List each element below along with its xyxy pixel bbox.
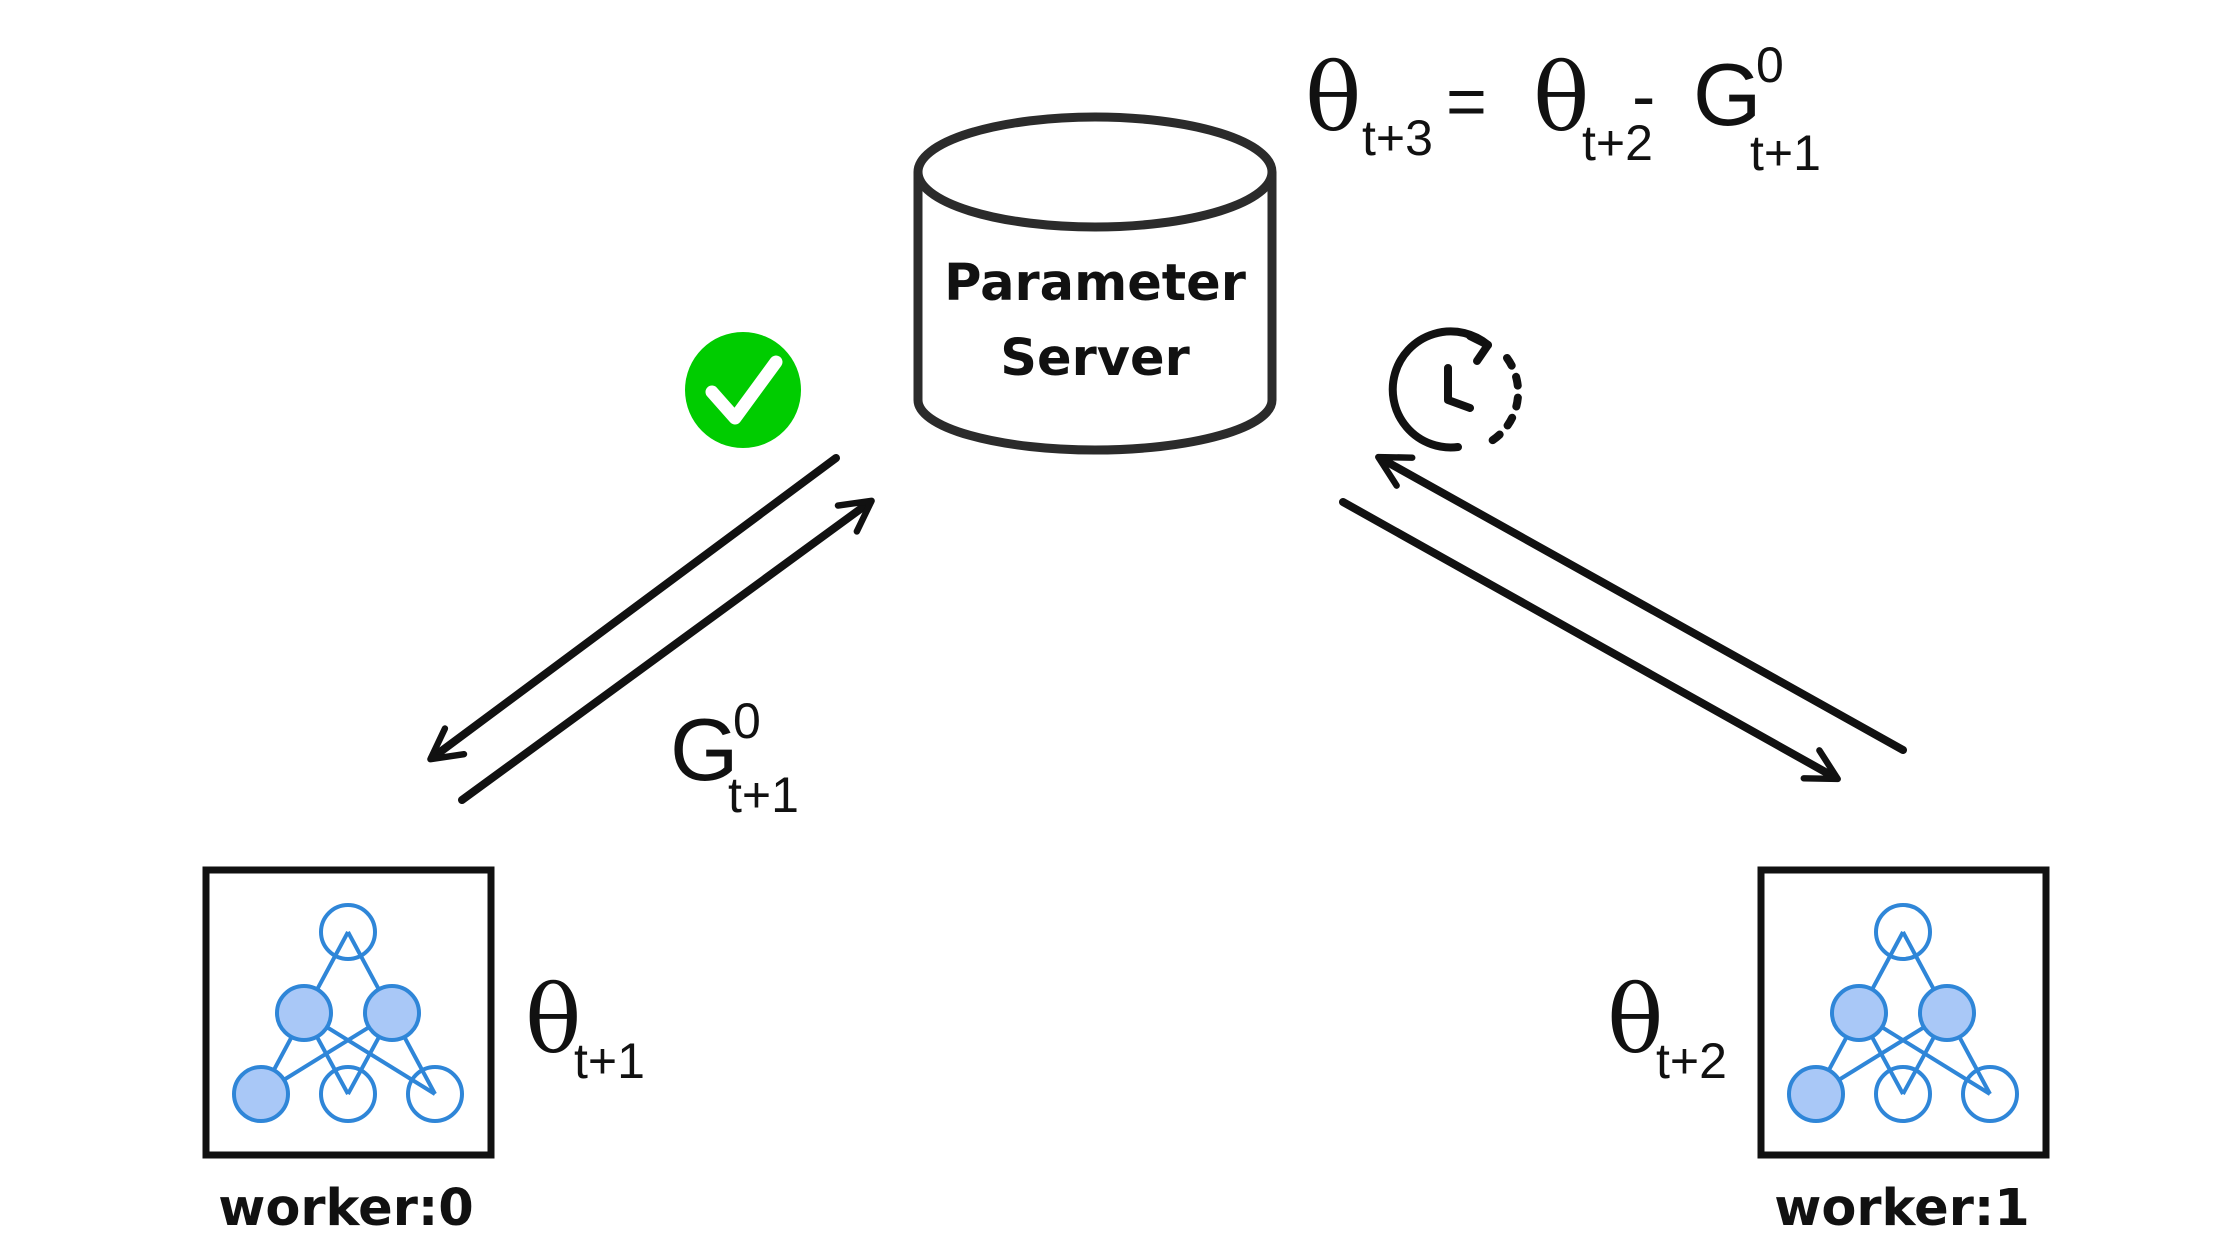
server-label-line2: Server [1000,329,1189,388]
formula-gradient: G [1693,45,1761,144]
network-node [319,903,377,961]
arrow-worker0-to-server [458,497,875,804]
neural-network-icon [232,903,464,1123]
formula-lhs-subscript: t+3 [1362,110,1433,166]
network-node [406,1065,464,1123]
formula-theta-term1: θ [1533,44,1590,153]
worker-1-label: worker:1 [1774,1179,2029,1238]
update-formula: θ t+3 = θ t+2 - G 0 t+1 [1305,37,1821,181]
formula-minus: - [1632,57,1655,135]
gradient-superscript: 0 [733,693,761,749]
worker-1: worker:1 θ t+2 [1607,866,2050,1238]
network-node [1961,1065,2019,1123]
network-node [1874,903,1932,961]
network-node [232,1065,290,1123]
formula-gradient-subscript: t+1 [1750,125,1821,181]
gradient-label: G 0 t+1 [670,693,799,823]
arrow-worker1-to-server [1375,453,1907,754]
formula-equals: = [1446,62,1487,140]
network-node [1830,984,1888,1042]
worker-0-theta: θ [525,966,582,1075]
gradient-symbol: G [670,700,738,799]
gradient-subscript: t+1 [728,767,799,823]
arrow-server-to-worker1 [1339,498,1841,783]
formula-gradient-superscript: 0 [1756,37,1784,93]
arrow-server-to-worker0 [427,454,840,763]
formula-term1-subscript: t+2 [1582,115,1653,171]
worker-0: worker:0 θ t+1 [202,866,645,1238]
formula-theta-lhs: θ [1305,44,1362,153]
parameter-server-cylinder: Parameter Server [913,112,1277,455]
network-node [1918,984,1976,1042]
network-node [275,984,333,1042]
network-node [363,984,421,1042]
network-node [1787,1065,1845,1123]
network-node [1874,1065,1932,1123]
check-circle-icon [685,332,801,448]
worker-0-label: worker:0 [218,1179,473,1238]
worker-1-theta: θ [1607,966,1664,1075]
network-node [319,1065,377,1123]
worker-0-theta-subscript: t+1 [574,1033,645,1089]
worker-1-theta-subscript: t+2 [1656,1033,1727,1089]
neural-network-icon [1787,903,2019,1123]
clock-history-icon [1388,327,1523,452]
server-label-line1: Parameter [944,254,1246,313]
